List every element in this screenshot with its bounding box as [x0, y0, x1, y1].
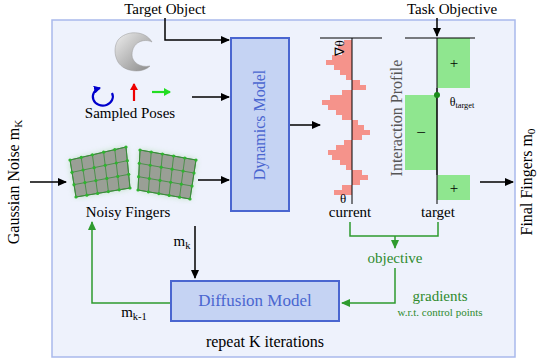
- loop-caption: repeat K iterations: [206, 333, 324, 351]
- profile-bar: [346, 75, 352, 80]
- profile-bar: [336, 110, 352, 115]
- profile-bar: [352, 170, 362, 175]
- text-label: θ: [340, 191, 346, 206]
- profile-bar: [352, 80, 360, 85]
- text-label: +: [450, 55, 458, 71]
- model-box: Diffusion Model: [170, 280, 340, 322]
- profile-bar: [328, 150, 352, 155]
- label-group: objective: [368, 251, 423, 266]
- profile-bar: [344, 140, 352, 145]
- text-label: Gaussian Noise m: [5, 128, 22, 244]
- profile-bar: [352, 135, 362, 140]
- model-box: Dynamics Model: [230, 37, 290, 212]
- text-label: +: [450, 180, 458, 196]
- profile-bar: [352, 130, 370, 135]
- text-label: w.r.t. control points: [397, 306, 482, 318]
- text-label: Final Fingers m: [518, 134, 535, 235]
- text-label: Interaction Profile: [388, 60, 405, 177]
- text-label: m: [121, 304, 133, 320]
- label-group: Interaction Profile: [389, 60, 405, 177]
- profile-bar: [342, 115, 352, 120]
- subscript-label: 0: [525, 129, 537, 135]
- profile-bar: [334, 65, 352, 70]
- subscript-label: k: [185, 240, 190, 251]
- profile-bar: [336, 145, 352, 150]
- label-group: Sampled Poses: [85, 106, 175, 121]
- subscript-label: K: [12, 120, 24, 128]
- text-label: gradients: [413, 288, 468, 304]
- label-group: w.r.t. control points: [397, 307, 482, 318]
- label-group: Target Object: [124, 2, 206, 17]
- text-label: objective: [368, 250, 423, 266]
- profile-bar: [328, 105, 352, 110]
- text-label: Task Objective: [407, 1, 497, 17]
- label-group: mk-1: [121, 305, 147, 322]
- profile-bar: [346, 165, 352, 170]
- profile-bar: [340, 160, 352, 165]
- profile-bar: [342, 185, 352, 190]
- profile-bar: [352, 175, 368, 180]
- subscript-label: target: [455, 101, 474, 110]
- label-group: mk: [174, 234, 191, 251]
- profile-bar: [352, 180, 360, 185]
- profile-bar: [330, 95, 352, 100]
- text-label: −: [416, 123, 426, 142]
- label-group: Final Fingers m0: [519, 129, 537, 236]
- label-group: ∇θ: [333, 40, 346, 55]
- label-group: Noisy Fingers: [86, 205, 171, 220]
- label-group: θtarget: [450, 96, 475, 111]
- profile-bar: [332, 155, 352, 160]
- subscript-label: k-1: [133, 311, 147, 322]
- profile-bar: [342, 90, 352, 95]
- box-label: Diffusion Model: [198, 291, 312, 311]
- profile-bar: [352, 85, 366, 90]
- profile-bar: [340, 70, 352, 75]
- label-group: target: [421, 205, 455, 220]
- text-label: current: [329, 204, 371, 220]
- text-label: target: [421, 204, 455, 220]
- label-group: +: [450, 56, 458, 71]
- profile-bar: [332, 55, 352, 60]
- profile-bar: [322, 100, 352, 105]
- label-group: Gaussian Noise mK: [6, 120, 24, 245]
- text-label: Sampled Poses: [85, 105, 175, 121]
- profile-bar: [352, 125, 364, 130]
- label-group: θ: [340, 192, 346, 205]
- profile-bar: [326, 60, 352, 65]
- label-group: current: [329, 205, 371, 220]
- profile-bar: [352, 120, 358, 125]
- label-group: gradients: [413, 289, 468, 304]
- label-group: Task Objective: [407, 2, 497, 17]
- text-label: Noisy Fingers: [86, 204, 171, 220]
- box-label: Dynamics Model: [251, 69, 269, 180]
- text-label: Target Object: [124, 1, 206, 17]
- text-label: ∇θ: [332, 40, 347, 55]
- label-group: −: [416, 124, 426, 141]
- label-group: +: [450, 181, 458, 196]
- text-label: m: [174, 233, 186, 249]
- text-label: θ: [450, 95, 456, 109]
